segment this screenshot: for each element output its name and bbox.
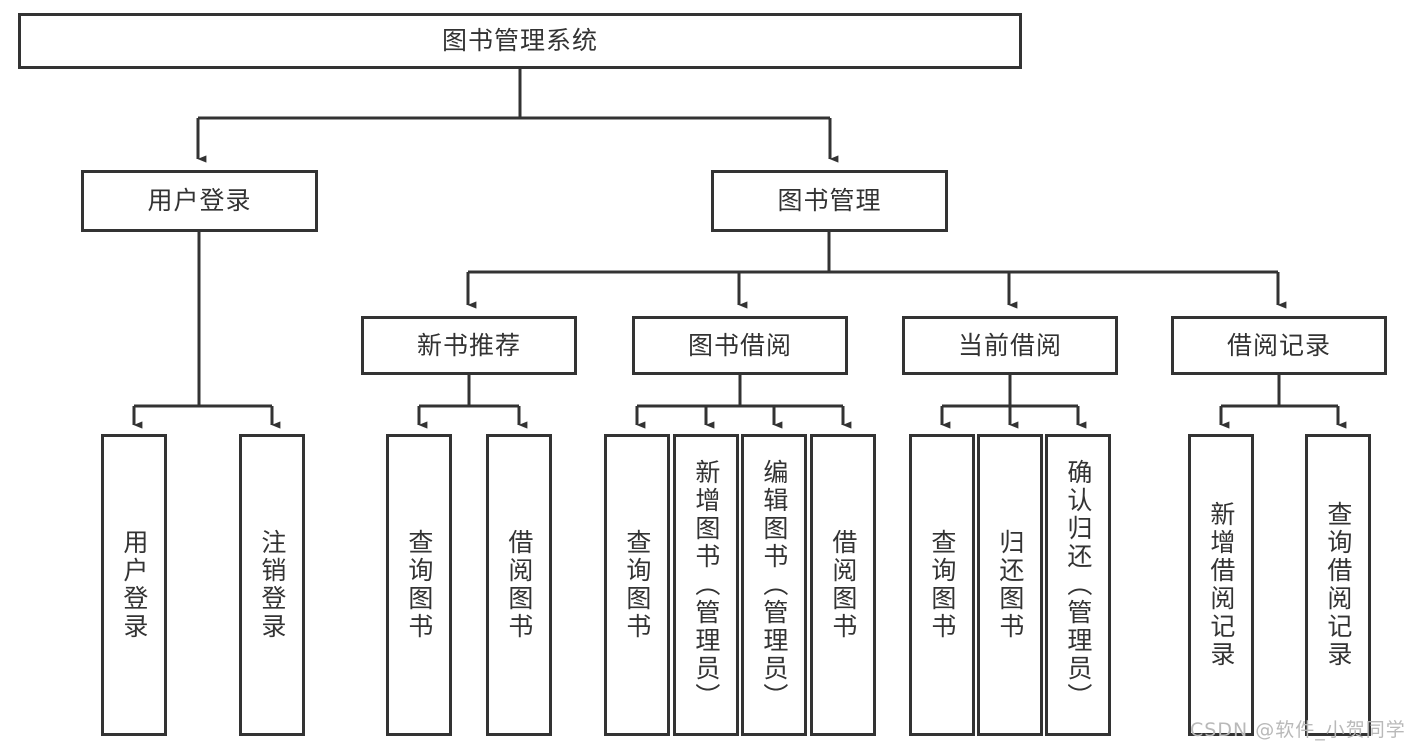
- edge-current-borrow-to-leaves: [940, 375, 1087, 429]
- edge-root-to-level1: [196, 68, 839, 163]
- leaf-query-book-current[interactable]: 查询图书: [909, 434, 975, 736]
- node-label: 查询图书: [927, 529, 957, 641]
- node-label: 借阅图书: [828, 529, 858, 641]
- node-label: 借阅记录: [1226, 330, 1331, 360]
- csdn-watermark: CSDN @软件_小贺同学: [1190, 715, 1405, 742]
- node-book-borrow[interactable]: 图书借阅: [632, 316, 848, 375]
- node-label: 图书管理系统: [441, 26, 598, 55]
- leaf-add-borrow-record[interactable]: 新增借阅记录: [1188, 434, 1254, 736]
- leaf-borrow-book-recommend[interactable]: 借阅图书: [486, 434, 552, 736]
- node-label: 查询图书: [404, 529, 434, 641]
- leaf-user-login[interactable]: 用户登录: [101, 434, 167, 736]
- node-new-book-recommend[interactable]: 新书推荐: [361, 316, 577, 375]
- node-label: 借阅图书: [504, 529, 534, 641]
- node-label: 用户登录: [119, 529, 149, 641]
- leaf-query-book-recommend[interactable]: 查询图书: [386, 434, 452, 736]
- leaf-borrow-book[interactable]: 借阅图书: [810, 434, 876, 736]
- leaf-add-book-admin[interactable]: 新增图书（管理员）: [673, 434, 739, 736]
- node-root-book-management-system[interactable]: 图书管理系统: [18, 13, 1022, 69]
- edge-user-login-to-leaves: [132, 232, 281, 429]
- leaf-confirm-return-admin[interactable]: 确认归还（管理员）: [1045, 434, 1111, 736]
- node-user-login[interactable]: 用户登录: [81, 170, 318, 232]
- node-label: 用户登录: [147, 186, 252, 215]
- leaf-edit-book-admin[interactable]: 编辑图书（管理员）: [741, 434, 807, 736]
- edge-book-borrow-to-leaves: [635, 375, 852, 429]
- node-label: 新增图书（管理员）: [691, 459, 721, 711]
- edge-new-book-to-leaves: [417, 375, 528, 429]
- node-label: 注销登录: [257, 529, 287, 641]
- watermark-text: CSDN @软件_小贺同学: [1190, 719, 1405, 741]
- node-current-borrow[interactable]: 当前借阅: [902, 316, 1118, 375]
- node-label: 归还图书: [995, 529, 1025, 641]
- leaf-query-book-borrow[interactable]: 查询图书: [604, 434, 670, 736]
- node-label: 查询借阅记录: [1323, 501, 1353, 669]
- edge-book-manage-to-level2: [466, 232, 1287, 309]
- node-label: 新书推荐: [416, 330, 521, 360]
- node-label: 新增借阅记录: [1206, 501, 1236, 669]
- node-label: 确认归还（管理员）: [1063, 459, 1093, 711]
- leaf-return-book[interactable]: 归还图书: [977, 434, 1043, 736]
- node-label: 查询图书: [622, 529, 652, 641]
- node-book-management[interactable]: 图书管理: [711, 170, 948, 232]
- node-label: 图书管理: [777, 186, 882, 215]
- edge-borrow-record-to-leaves: [1219, 375, 1347, 429]
- node-borrow-record[interactable]: 借阅记录: [1171, 316, 1387, 375]
- leaf-query-borrow-record[interactable]: 查询借阅记录: [1305, 434, 1371, 736]
- node-label: 编辑图书（管理员）: [759, 459, 789, 711]
- node-label: 当前借阅: [957, 330, 1062, 360]
- leaf-logout[interactable]: 注销登录: [239, 434, 305, 736]
- node-label: 图书借阅: [687, 330, 792, 360]
